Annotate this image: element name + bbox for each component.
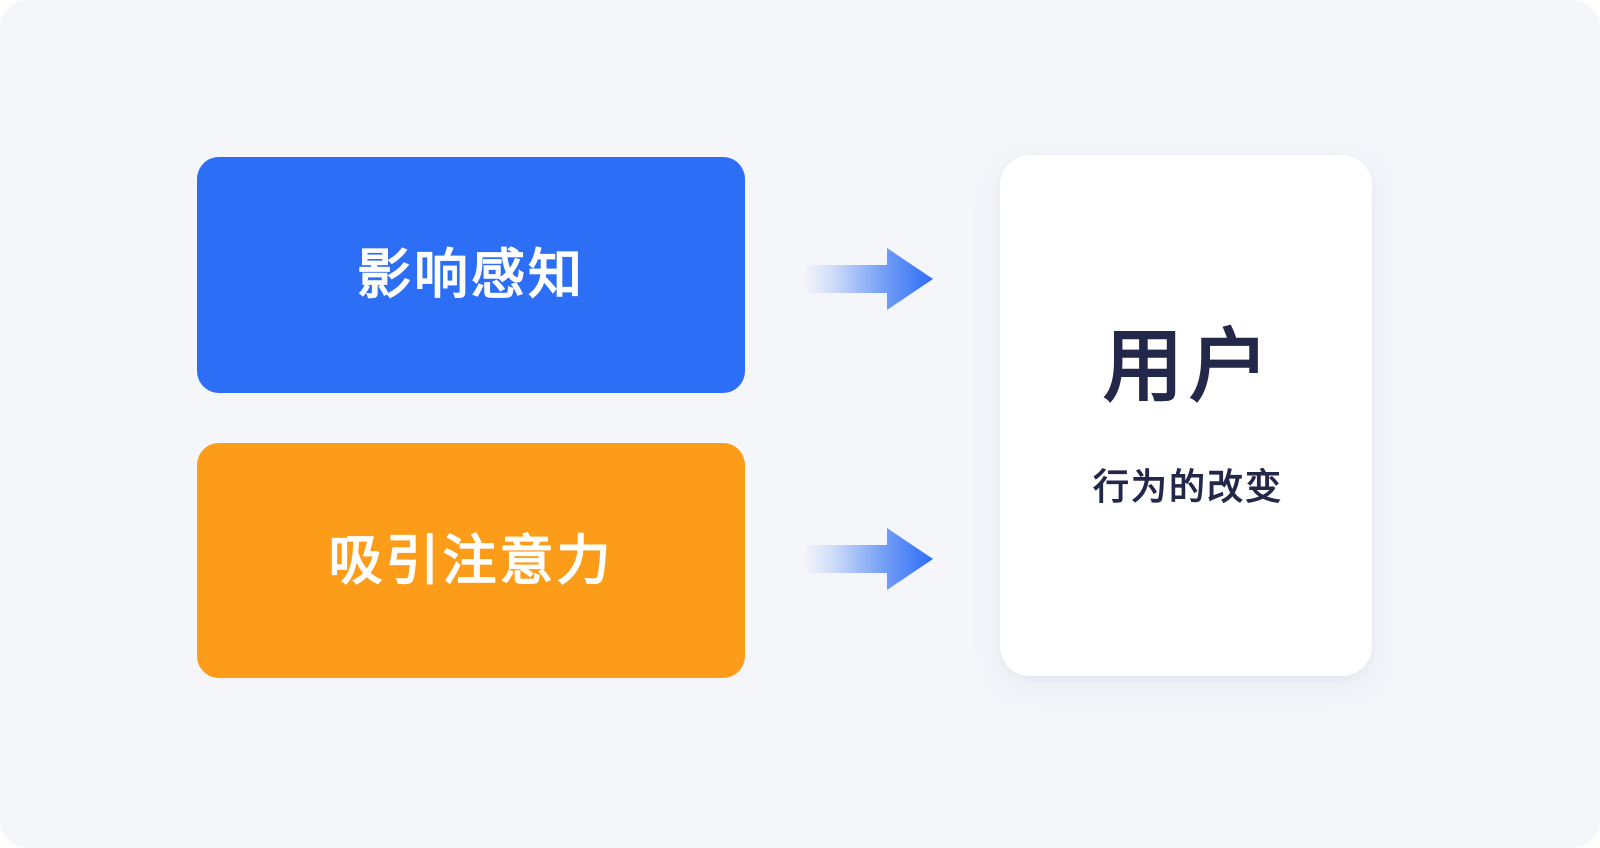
- arrow-right-icon: [803, 246, 933, 312]
- driver-card-influence-perception[interactable]: 影响感知: [197, 157, 745, 393]
- outcome-subtitle: 行为的改变: [1092, 465, 1283, 507]
- driver-card-attract-attention[interactable]: 吸引注意力: [197, 443, 745, 678]
- driver-card-label: 影响感知: [357, 245, 585, 305]
- outcome-card-user[interactable]: 用户 行为的改变: [1000, 155, 1372, 676]
- outcome-title: 用户: [1103, 321, 1275, 411]
- arrow-right-icon: [803, 526, 933, 592]
- driver-card-label: 吸引注意力: [328, 530, 614, 591]
